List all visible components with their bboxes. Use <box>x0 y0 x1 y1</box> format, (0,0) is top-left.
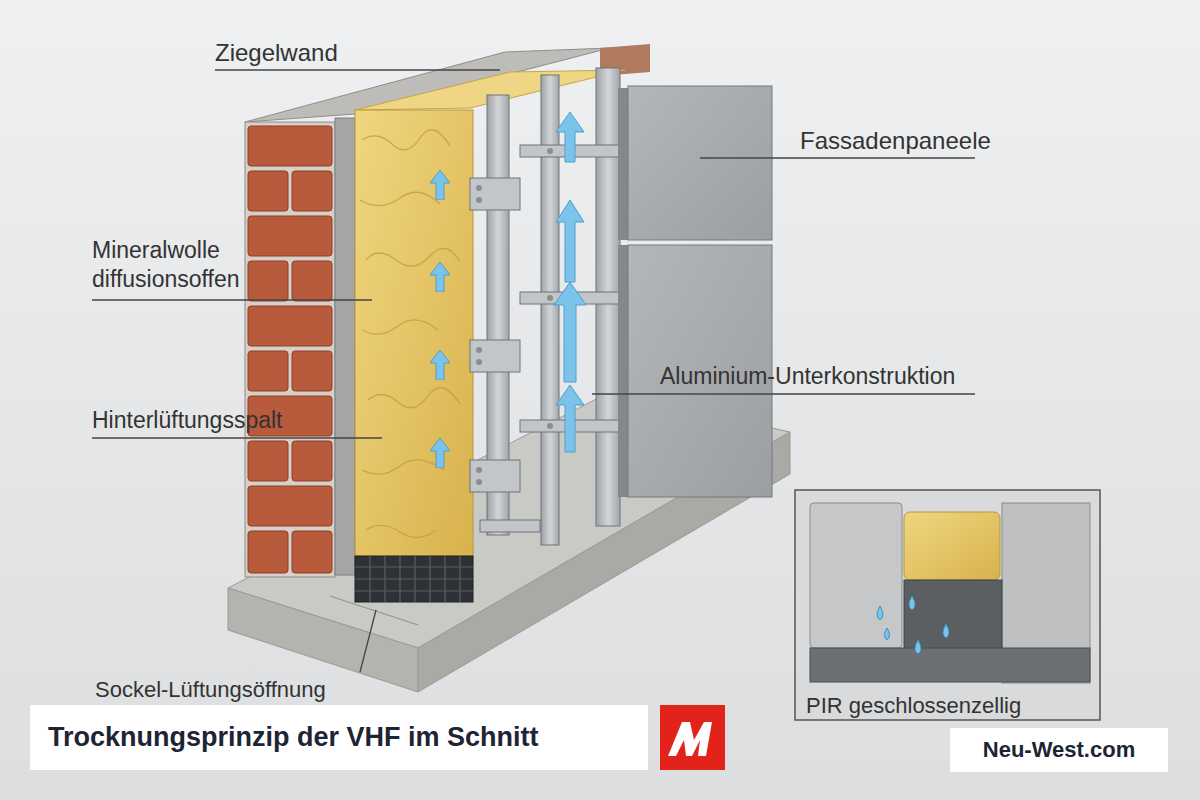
part-label: Hinterlüftungsspalt <box>92 406 283 435</box>
part-label: Aluminium-Unterkonstruktion <box>660 362 955 391</box>
website-label: Neu-West.com <box>950 728 1168 772</box>
title-bar: Trocknungsprinzip der VHF im Schnitt <box>30 705 648 770</box>
part-label: Fassadenpaneele <box>800 126 991 156</box>
inset-label: PIR geschlossenzellig <box>806 692 1021 720</box>
part-label: Ziegelwand <box>215 38 338 68</box>
part-label: Mineralwolle diffusionsoffen <box>92 236 267 294</box>
part-label: Sockel-Lüftungsöffnung <box>95 676 326 704</box>
